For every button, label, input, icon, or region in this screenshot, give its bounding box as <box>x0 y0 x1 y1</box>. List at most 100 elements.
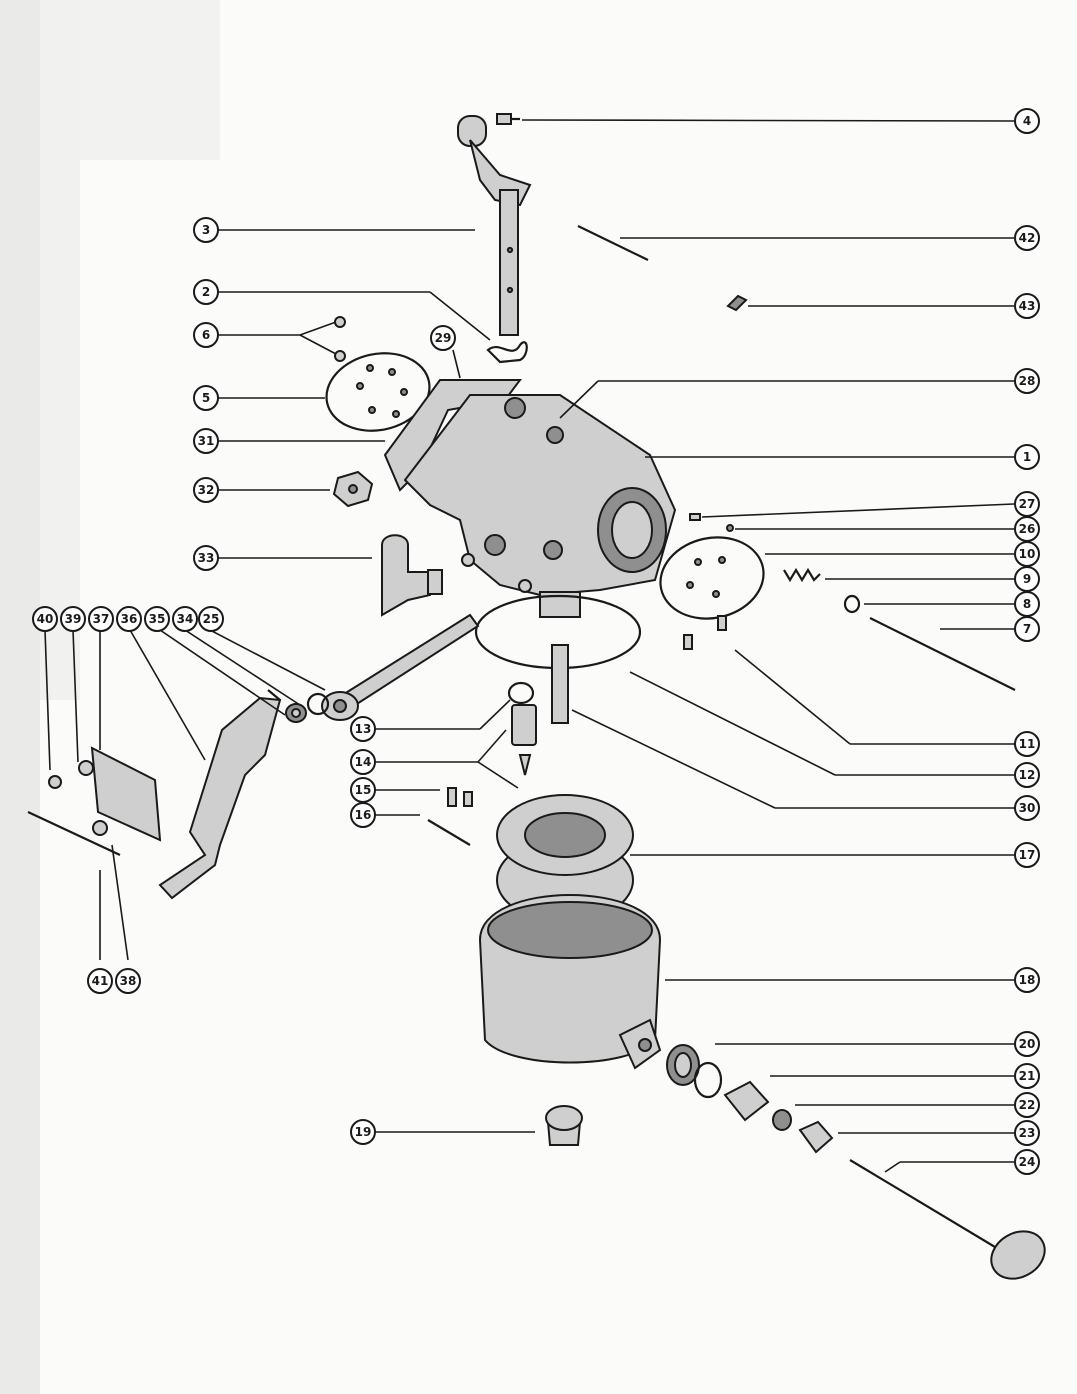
svg-text:2: 2 <box>202 285 210 299</box>
callout-36: 36 <box>116 606 142 632</box>
callout-14: 14 <box>350 749 376 775</box>
svg-text:15: 15 <box>355 783 372 797</box>
part-packing-nut <box>798 1120 834 1154</box>
part-plate-10 <box>659 536 765 620</box>
svg-text:34: 34 <box>177 612 194 626</box>
part-screws-6 <box>334 316 346 362</box>
svg-text:9: 9 <box>1023 572 1031 586</box>
svg-text:10: 10 <box>1019 547 1036 561</box>
svg-text:16: 16 <box>355 808 372 822</box>
part-gaskets-20 <box>666 1044 723 1099</box>
part-float-pin <box>427 819 471 846</box>
svg-text:27: 27 <box>1019 497 1036 511</box>
callout-27: 27 <box>1014 491 1040 517</box>
svg-text:6: 6 <box>202 328 210 342</box>
callout-7: 7 <box>1014 616 1040 642</box>
part-clips <box>447 787 473 807</box>
part-small-26-27 <box>689 513 734 532</box>
parts <box>27 113 1046 1280</box>
callout-8: 8 <box>1014 591 1040 617</box>
callout-35: 35 <box>144 606 170 632</box>
svg-text:13: 13 <box>355 722 372 736</box>
part-small-43 <box>726 294 748 312</box>
callout-24: 24 <box>1014 1149 1040 1175</box>
part-needle-valve <box>849 1159 1046 1280</box>
callout-26: 26 <box>1014 516 1040 542</box>
callout-23: 23 <box>1014 1120 1040 1146</box>
callout-6: 6 <box>193 322 219 348</box>
callout-32: 32 <box>193 477 219 503</box>
svg-text:28: 28 <box>1019 374 1036 388</box>
part-plate <box>90 746 162 842</box>
part-washers <box>285 692 330 723</box>
callout-10: 10 <box>1014 541 1040 567</box>
svg-text:36: 36 <box>121 612 138 626</box>
callout-42: 42 <box>1014 225 1040 251</box>
svg-text:14: 14 <box>355 755 372 769</box>
svg-text:5: 5 <box>202 391 210 405</box>
callout-29: 29 <box>430 325 456 351</box>
svg-text:17: 17 <box>1019 848 1036 862</box>
part-carburetor-body <box>403 394 677 618</box>
callout-37: 37 <box>88 606 114 632</box>
leader-lines <box>44 119 1015 1173</box>
svg-text:35: 35 <box>149 612 166 626</box>
svg-text:1: 1 <box>1023 450 1031 464</box>
callout-30: 30 <box>1014 795 1040 821</box>
part-nut <box>332 470 374 508</box>
svg-text:37: 37 <box>93 612 110 626</box>
callout-17: 17 <box>1014 842 1040 868</box>
part-float-bowl <box>478 894 662 1070</box>
svg-text:33: 33 <box>198 551 215 565</box>
svg-text:43: 43 <box>1019 299 1036 313</box>
callout-21: 21 <box>1014 1063 1040 1089</box>
svg-text:32: 32 <box>198 483 215 497</box>
svg-text:24: 24 <box>1019 1155 1036 1169</box>
callout-11: 11 <box>1014 731 1040 757</box>
part-small-washer <box>507 681 535 705</box>
part-o-ring-8 <box>843 594 861 614</box>
callout-12: 12 <box>1014 762 1040 788</box>
part-spring <box>486 341 528 364</box>
part-base-line <box>27 811 121 856</box>
svg-text:23: 23 <box>1019 1126 1036 1140</box>
svg-text:3: 3 <box>202 223 210 237</box>
callout-38: 38 <box>115 968 141 994</box>
callout-41: 41 <box>87 968 113 994</box>
callout-5: 5 <box>193 385 219 411</box>
callout-40: 40 <box>32 606 58 632</box>
part-choke-shaft <box>321 613 480 721</box>
callout-43: 43 <box>1014 293 1040 319</box>
part-pin <box>577 225 649 261</box>
svg-text:19: 19 <box>355 1125 372 1139</box>
svg-text:41: 41 <box>92 974 109 988</box>
part-throttle-shaft <box>457 115 532 336</box>
svg-text:4: 4 <box>1023 114 1031 128</box>
svg-text:26: 26 <box>1019 522 1036 536</box>
svg-text:18: 18 <box>1019 973 1036 987</box>
svg-text:12: 12 <box>1019 768 1036 782</box>
callout-20: 20 <box>1014 1031 1040 1057</box>
callout-28: 28 <box>1014 368 1040 394</box>
part-small-screws <box>48 760 108 836</box>
svg-text:22: 22 <box>1019 1098 1036 1112</box>
svg-text:11: 11 <box>1019 737 1036 751</box>
svg-text:25: 25 <box>203 612 220 626</box>
callout-bubbles: 4 3 42 2 43 6 <box>32 108 1040 1175</box>
part-tube <box>551 644 569 724</box>
part-elbow-fitting <box>381 534 443 617</box>
part-idle-needle <box>869 617 1016 691</box>
callout-2: 2 <box>193 279 219 305</box>
part-drain-plug <box>545 1105 583 1146</box>
svg-text:20: 20 <box>1019 1037 1036 1051</box>
svg-text:8: 8 <box>1023 597 1031 611</box>
svg-text:38: 38 <box>120 974 137 988</box>
callout-22: 22 <box>1014 1092 1040 1118</box>
svg-text:39: 39 <box>65 612 82 626</box>
callout-4: 4 <box>1014 108 1040 134</box>
callout-18: 18 <box>1014 967 1040 993</box>
part-spring-9 <box>783 567 821 583</box>
callout-3: 3 <box>193 217 219 243</box>
part-gasket-plate <box>325 352 431 432</box>
